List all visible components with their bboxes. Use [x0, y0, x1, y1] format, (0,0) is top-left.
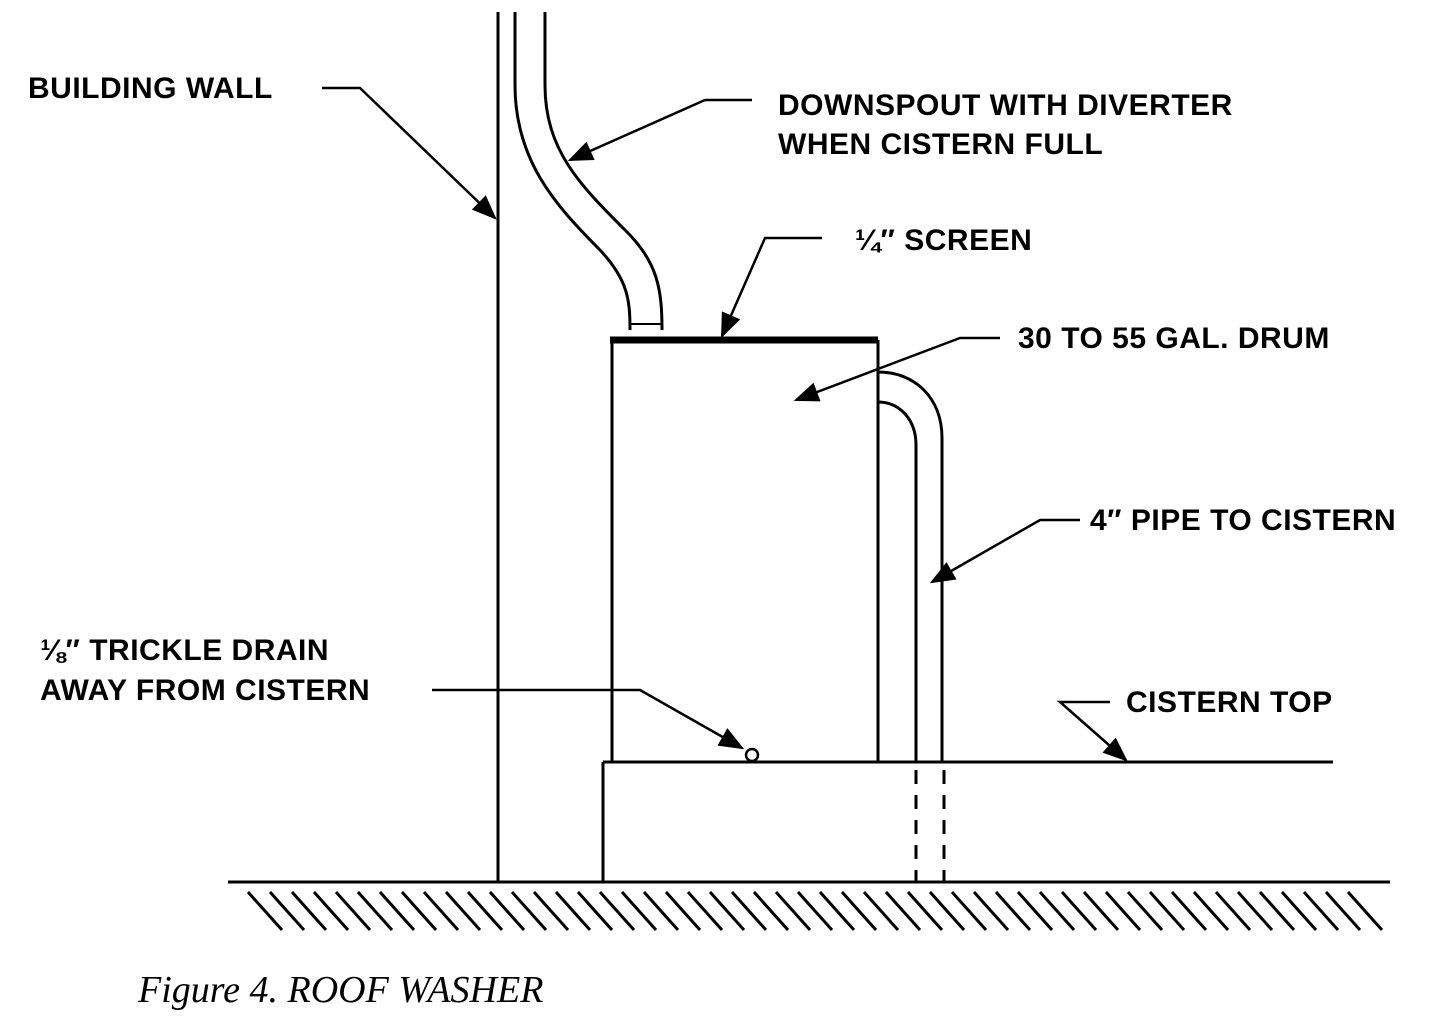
label-drain-line2: AWAY FROM CISTERN [40, 674, 370, 707]
hatch-mark [1214, 890, 1252, 932]
hatch-mark [906, 890, 944, 932]
hatch-mark [730, 890, 768, 932]
hatch-mark [1104, 890, 1142, 932]
hatch-mark [1258, 890, 1296, 932]
leader-downspout [567, 98, 752, 162]
hatch-mark [1346, 890, 1384, 932]
leader-pipe [929, 518, 1080, 584]
hatch-mark [928, 890, 966, 932]
hatch-mark [1280, 890, 1318, 932]
hatch-mark [1236, 890, 1274, 932]
hatch-mark [686, 890, 724, 932]
hatch-mark [532, 890, 570, 932]
hatch-mark [246, 890, 284, 932]
hatch-mark [268, 890, 306, 932]
leader-screen [720, 236, 822, 339]
trickle-drain-hole [744, 747, 760, 763]
ground-hatching [246, 890, 1384, 932]
hatch-mark [1016, 890, 1054, 932]
hatch-mark [1082, 890, 1120, 932]
hatch-mark [510, 890, 548, 932]
hatch-mark [708, 890, 746, 932]
hatch-mark [422, 890, 460, 932]
hatch-mark [444, 890, 482, 932]
hatch-mark [620, 890, 658, 932]
hatch-mark [1148, 890, 1186, 932]
hatch-mark [774, 890, 812, 932]
hatch-mark [356, 890, 394, 932]
label-downspout-line1: DOWNSPOUT WITH DIVERTER [778, 89, 1233, 122]
label-cistern-top: CISTERN TOP [1126, 686, 1333, 719]
hatch-mark [312, 890, 350, 932]
hatch-mark [1302, 890, 1340, 932]
hatch-mark [642, 890, 680, 932]
hatch-mark [1192, 890, 1230, 932]
hatch-mark [862, 890, 900, 932]
hatch-mark [884, 890, 922, 932]
hatch-mark [554, 890, 592, 932]
hatch-mark [488, 890, 526, 932]
hatch-mark [1126, 890, 1164, 932]
hatch-mark [576, 890, 614, 932]
cistern-pipe [877, 370, 946, 882]
hatch-mark [994, 890, 1032, 932]
ground [228, 880, 1390, 932]
hatch-mark [1060, 890, 1098, 932]
leader-cistern-top [1056, 700, 1128, 762]
label-drain-line1: ⅛″ TRICKLE DRAIN [40, 634, 329, 667]
leader-drum [793, 336, 1000, 402]
hatch-mark [796, 890, 834, 932]
hatch-mark [598, 890, 636, 932]
hatch-mark [972, 890, 1010, 932]
hatch-mark [752, 890, 790, 932]
hatch-mark [466, 890, 504, 932]
hatch-mark [1324, 890, 1362, 932]
hatch-mark [378, 890, 416, 932]
hatch-mark [1170, 890, 1208, 932]
hatch-mark [818, 890, 856, 932]
hatch-mark [840, 890, 878, 932]
label-building-wall: BUILDING WALL [28, 72, 273, 105]
figure-caption: Figure 4. ROOF WASHER [137, 969, 543, 1011]
leader-lines [322, 86, 1128, 762]
hatch-mark [400, 890, 438, 932]
downspout [513, 12, 664, 331]
hatch-mark [290, 890, 328, 932]
label-downspout-line2: WHEN CISTERN FULL [778, 128, 1103, 161]
hatch-mark [950, 890, 988, 932]
hatch-mark [1038, 890, 1076, 932]
label-screen: ¼″ SCREEN [855, 224, 1032, 257]
leader-building-wall [322, 86, 497, 220]
hatch-mark [334, 890, 372, 932]
cistern-top [601, 760, 1333, 882]
leader-drain [432, 688, 745, 750]
label-drum: 30 TO 55 GAL. DRUM [1018, 322, 1330, 355]
label-pipe: 4″ PIPE TO CISTERN [1090, 504, 1396, 537]
hatch-mark [664, 890, 702, 932]
drum [610, 336, 880, 762]
